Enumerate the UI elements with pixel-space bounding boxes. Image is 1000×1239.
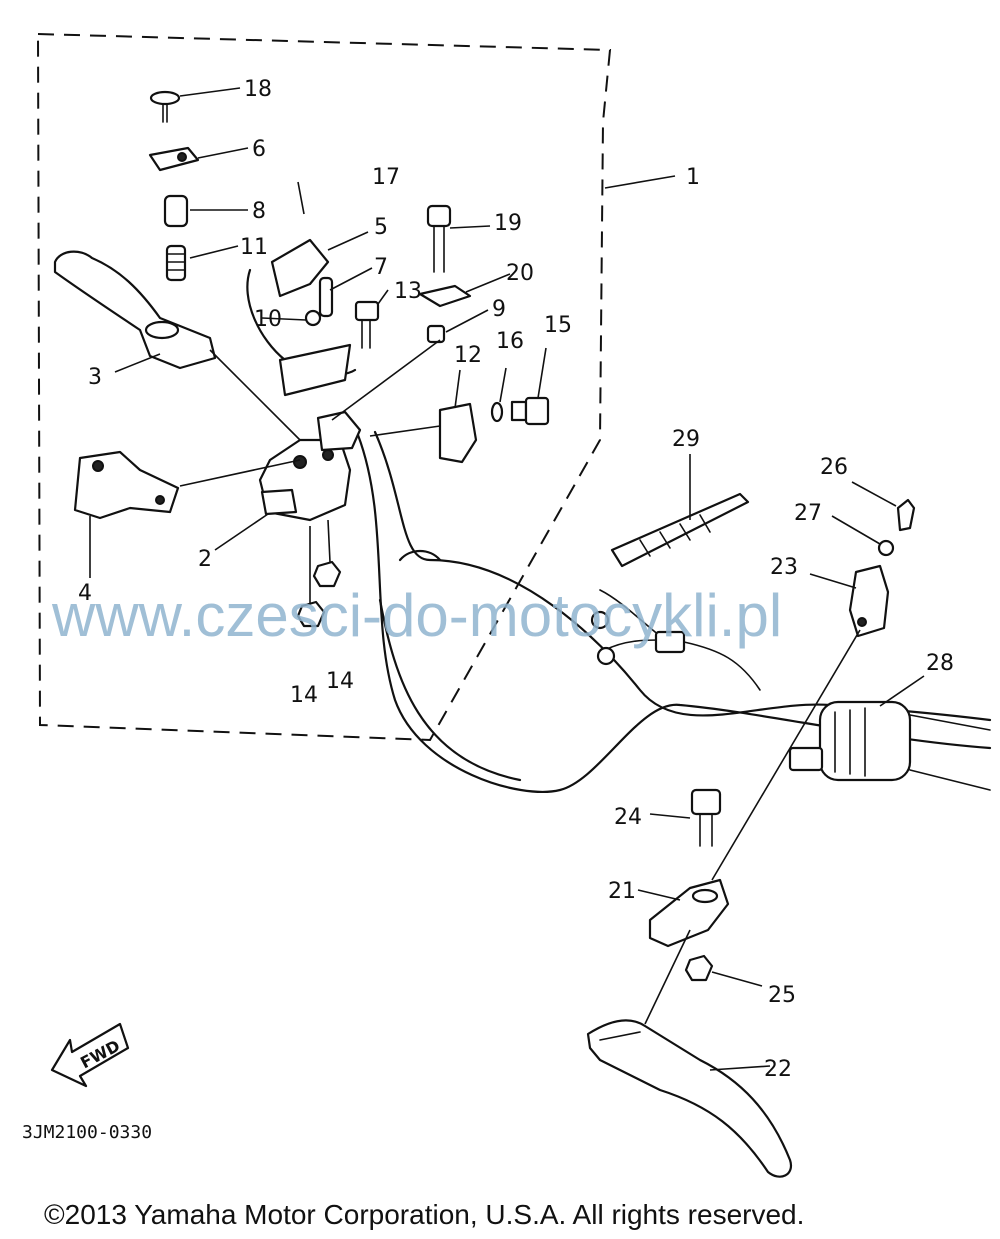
label-8: 8 [252, 199, 266, 224]
part-labels: 18 6 17 1 8 5 19 11 7 20 13 9 10 15 16 1… [78, 77, 954, 1082]
label-27: 27 [794, 501, 822, 526]
reservoir-parts [246, 238, 357, 397]
label-16: 16 [496, 329, 524, 354]
label-18: 18 [244, 77, 272, 102]
nuts-14 [296, 519, 342, 628]
cable-strap [610, 492, 750, 568]
label-11: 11 [240, 235, 268, 260]
label-25: 25 [768, 983, 796, 1008]
forward-arrow-icon: FWD [50, 1022, 130, 1088]
master-cylinder-body [258, 410, 362, 522]
label-3: 3 [88, 365, 102, 390]
label-10: 10 [254, 307, 282, 332]
screw-and-plate [148, 90, 200, 172]
label-5: 5 [374, 215, 388, 240]
lever-bracket [73, 450, 180, 520]
label-26: 26 [820, 455, 848, 480]
lower-lever-assembly [586, 788, 793, 1178]
label-21: 21 [608, 879, 636, 904]
label-4: 4 [78, 581, 92, 606]
label-28: 28 [926, 651, 954, 676]
label-23: 23 [770, 555, 798, 580]
label-1: 1 [686, 165, 700, 190]
assembly-boundary [36, 32, 612, 742]
watermark: www.czesci-do-motocykli.pl [51, 582, 782, 649]
label-20: 20 [506, 261, 534, 286]
label-19: 19 [494, 211, 522, 236]
label-15: 15 [544, 313, 572, 338]
handlebar-clamp [438, 396, 550, 464]
diagram-code: 3JM2100-0330 [22, 1122, 152, 1143]
brake-lever-upper [53, 250, 217, 370]
switch-housing [788, 700, 991, 791]
label-9: 9 [492, 297, 506, 322]
cap-and-spring [163, 194, 189, 282]
label-12: 12 [454, 343, 482, 368]
label-6: 6 [252, 137, 266, 162]
label-22: 22 [764, 1057, 792, 1082]
copyright-notice: ©2013 Yamaha Motor Corporation, U.S.A. A… [44, 1199, 804, 1230]
label-14a: 14 [326, 669, 354, 694]
label-24: 24 [614, 805, 642, 830]
label-7: 7 [374, 255, 388, 280]
label-2: 2 [198, 547, 212, 572]
right-bracket-parts [848, 498, 916, 638]
label-13: 13 [394, 279, 422, 304]
switch-wiring [590, 589, 761, 691]
label-14b: 14 [290, 683, 318, 708]
label-29: 29 [672, 427, 700, 452]
leader-lines [89, 87, 925, 1071]
label-17: 17 [372, 165, 400, 190]
